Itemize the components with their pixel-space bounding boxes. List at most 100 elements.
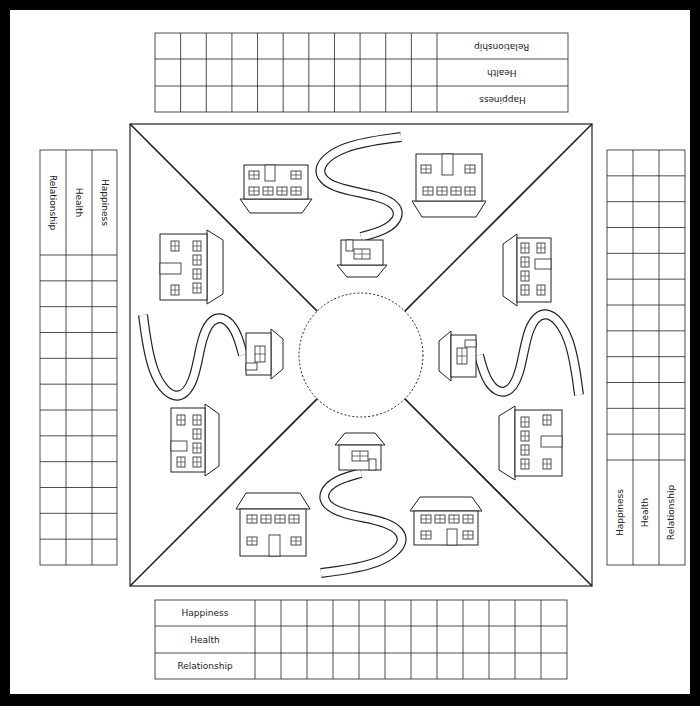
window-bar [462,348,463,364]
house-window [289,515,299,523]
window-bar [525,417,526,427]
house-roof [499,406,515,480]
score-table [155,600,567,679]
board-diagonal [130,124,592,586]
house-window [521,257,529,267]
grid-line [489,600,490,679]
house-body [414,511,478,545]
grid-line [411,600,412,679]
grid-line [607,201,685,202]
house-door [442,154,453,175]
house-door [447,529,457,545]
road-surface [479,314,579,395]
house-body [515,410,562,476]
grid-line [334,33,335,112]
window-bar [547,459,548,469]
table-row-label: Happiness [615,489,624,536]
window-bar [449,519,459,520]
grid-line [155,626,567,627]
house-window [354,249,370,259]
window-bar [277,191,287,192]
road-surface [321,473,402,573]
house-door [535,259,551,269]
house-window [193,443,201,453]
grid-line [40,358,117,359]
house-body [240,509,306,556]
house-window [193,255,201,265]
grid-line [437,33,438,112]
board [130,124,592,586]
grid-line [515,600,516,679]
board-square [130,124,592,586]
road-edge [143,315,243,396]
window-bar [465,191,475,192]
window-bar [541,243,542,253]
grid-line [231,33,232,112]
house-door [541,436,562,447]
paper-ground [10,10,690,694]
house-body [451,335,476,377]
table-row-label: Relationship [668,484,677,539]
grid-line [607,460,685,461]
house-door [171,441,187,451]
grid-line [607,356,685,357]
house [412,154,486,217]
grid-line [411,33,412,112]
house-roof [207,230,223,304]
house-window [457,348,467,364]
house-door [269,535,280,556]
grid-line [385,600,386,679]
house-window [171,285,179,295]
table-row-label: Relationship [177,662,232,671]
house-window [543,459,551,469]
house-window [247,515,257,523]
grid-line [333,600,334,679]
grid-line [40,384,117,385]
house-window [275,515,285,523]
house-window [463,531,473,539]
grid-line [607,305,685,306]
house [503,234,551,306]
grid-line [255,600,256,679]
window-bar [291,191,301,192]
house-window [521,459,529,469]
grid-line [283,33,284,112]
house-window [537,285,545,295]
house-roof [410,497,482,511]
window-bar [289,519,299,520]
table-row-label: Happiness [99,179,108,226]
window-bar [423,191,433,192]
grid-line [92,150,93,565]
house-window [521,445,529,455]
house [240,165,312,213]
window-bar [175,285,176,295]
grid-line [206,33,207,112]
grid-line [541,600,542,679]
house [335,433,385,470]
score-table [40,150,117,565]
board-diagonal [130,124,592,586]
window-bar [291,175,301,176]
house-window [465,187,475,195]
house-window [421,165,431,173]
grid-line [607,408,685,409]
window-bar [291,541,301,542]
house-window [451,187,461,195]
window-bar [275,519,285,520]
grid-line [155,86,568,87]
grid-line [437,600,438,679]
window-bar [421,535,431,536]
table-row-label: Happiness [479,95,526,104]
table-row-label: Happiness [182,609,229,618]
table-row-label: Health [487,68,517,77]
window-bar [247,541,257,542]
grid-line [40,435,117,436]
grid-line [40,306,117,307]
window-bar [541,285,542,295]
grid-line [40,513,117,514]
window-bar [547,415,548,425]
score-table [155,33,568,112]
house-window [291,537,301,545]
grid-line [40,332,117,333]
